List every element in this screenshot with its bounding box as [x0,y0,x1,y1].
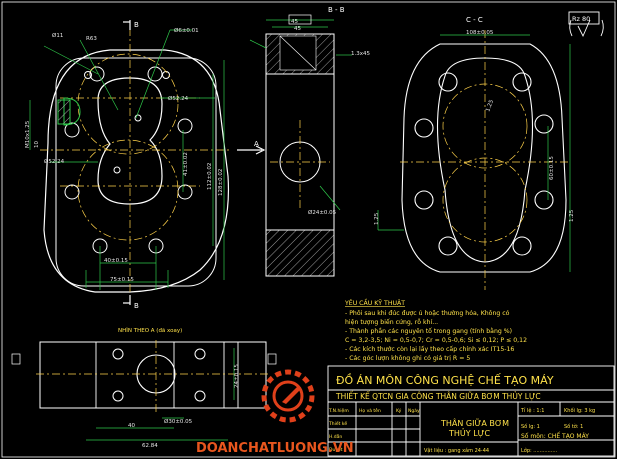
section-marks [123,20,266,305]
watermark-logo: DOANCHATLUONG.VN [196,369,354,456]
front-bolt-holes [64,66,193,254]
svg-text:Rz 80: Rz 80 [572,15,590,23]
svg-text:41±0.02: 41±0.02 [183,152,189,176]
svg-text:Lớp: ...............: Lớp: ............... [521,447,558,454]
svg-text:Tỉ lệ : 1:1: Tỉ lệ : 1:1 [520,407,544,414]
svg-text:Ø24±0.05: Ø24±0.05 [308,209,337,216]
title-block-texts: ĐỒ ÁN MÔN CÔNG NGHỆ CHẾ TẠO MÁY THIẾT KẾ… [328,373,595,454]
svg-text:60±0.15: 60±0.15 [549,156,555,180]
svg-text:40: 40 [128,423,135,429]
svg-text:1.25: 1.25 [374,212,380,225]
svg-text:45: 45 [291,19,298,25]
front-dimensions [29,29,225,290]
svg-text:45: 45 [294,26,301,32]
svg-text:B: B [134,21,139,29]
svg-text:1.25: 1.25 [569,209,575,222]
section-bb-texts: 45 45 1.3x45 Ø24±0.05 [291,19,371,216]
svg-text:H.dẫn: H.dẫn [329,433,342,440]
view-labels: B B A B - B C - C [134,6,483,310]
svg-text:R63: R63 [86,36,97,42]
svg-text:T.N.hiệm: T.N.hiệm [328,407,349,414]
svg-text:- Thành phần các nguyên tố tro: - Thành phần các nguyên tố trong gang (t… [345,326,512,335]
svg-text:- Phôi sau khi đúc được ủ hoặc: - Phôi sau khi đúc được ủ hoặc thường hó… [345,309,510,317]
svg-text:M10x1.25: M10x1.25 [25,120,31,148]
svg-text:Duyệt: Duyệt [329,446,343,453]
svg-text:C = 3,2-3,5; Ni = 0,5-0,7; Cr: C = 3,2-3,5; Ni = 0,5-0,7; Cr = 0,5-0,6;… [345,337,527,344]
svg-text:62.84: 62.84 [142,443,158,449]
svg-text:Ngày: Ngày [408,407,420,414]
svg-text:Số lg: 1: Số lg: 1 [521,423,540,430]
svg-text:Ø6±0.01: Ø6±0.01 [174,27,199,34]
title-block [327,365,615,457]
svg-text:Khối lg: 3 kg: Khối lg: 3 kg [564,407,595,414]
technical-requirements: YÊU CẦU KỸ THUẬT - Phôi sau khi đúc được… [344,297,527,362]
svg-text:THIẾT KẾ QTCN GIA CÔNG THÂN GI: THIẾT KẾ QTCN GIA CÔNG THÂN GIỮA BƠM THỦ… [335,391,541,401]
front-dim-texts: Ø11 R63 Ø6±0.01 Ø52.24 Ø52.24 40±0.15 75… [25,27,224,283]
svg-text:A: A [254,140,259,148]
svg-text:10: 10 [34,141,40,148]
svg-text:Ø52.24: Ø52.24 [44,158,65,165]
svg-text:128±0.02: 128±0.02 [218,169,224,196]
svg-text:B - B: B - B [328,6,345,14]
svg-text:YÊU CẦU KỸ THUẬT: YÊU CẦU KỸ THUẬT [344,297,405,307]
svg-text:Số môn: CHẾ TẠO MÁY: Số môn: CHẾ TẠO MÁY [521,432,589,440]
svg-text:108±0.05: 108±0.05 [466,30,494,36]
svg-text:Ø52.24: Ø52.24 [168,95,189,102]
detail-view-a: NHÌN THEO A (đã xoay) [11,327,277,441]
svg-text:Số tờ: 1: Số tờ: 1 [564,423,583,430]
svg-text:75±0.15: 75±0.15 [110,277,134,283]
svg-text:Vật liệu : gang xám 24-44: Vật liệu : gang xám 24-44 [424,447,489,454]
section-cc [401,43,567,273]
svg-text:hiện tượng biến cứng, rỗ khí: hiện tượng biến cứng, rỗ khí... [345,317,438,326]
section-cc-centerlines [400,30,570,290]
section-bb [249,14,352,277]
svg-text:24±0.15: 24±0.15 [234,364,240,388]
side-boss [57,97,81,126]
svg-text:112±0.02: 112±0.02 [207,163,213,190]
svg-text:THỦY LỰC: THỦY LỰC [448,427,491,438]
svg-text:ĐỒ ÁN MÔN CÔNG NGHỆ CHẾ TẠO MÁ: ĐỒ ÁN MÔN CÔNG NGHỆ CHẾ TẠO MÁY [336,373,554,387]
svg-text:Thiết kế: Thiết kế [328,420,347,427]
svg-text:Ký: Ký [396,407,402,414]
svg-text:B: B [134,302,139,310]
detail-view-texts: Ø30±0.05 40 62.84 24±0.15 [128,364,240,449]
svg-text:- Các kích thước còn lại lấy t: - Các kích thước còn lại lấy theo cấp ch… [345,345,514,353]
svg-text:NHÌN THEO A (đã xoay): NHÌN THEO A (đã xoay) [118,327,182,334]
svg-text:Ø30±0.05: Ø30±0.05 [164,418,193,425]
svg-text:1.25: 1.25 [485,99,495,113]
svg-text:C - C: C - C [466,16,483,24]
svg-text:1.3x45: 1.3x45 [351,51,371,57]
section-cc-texts: 108±0.05 60±0.15 1.25 1.25 1.25 [374,30,575,225]
roughness-symbol: Rz 80 [568,11,604,38]
front-view [43,49,230,293]
svg-text:- Các góc lượn không ghi có gi: - Các góc lượn không ghi có giá trị R = … [345,354,470,362]
svg-text:Họ và tên: Họ và tên [359,407,381,414]
section-cc-dims [377,34,571,272]
watermark-text: DOANCHATLUONG.VN [196,441,354,456]
svg-text:40±0.15: 40±0.15 [104,258,128,264]
svg-text:Ø11: Ø11 [52,32,63,39]
svg-text:THÂN GIỮA BƠM: THÂN GIỮA BƠM [440,417,509,428]
